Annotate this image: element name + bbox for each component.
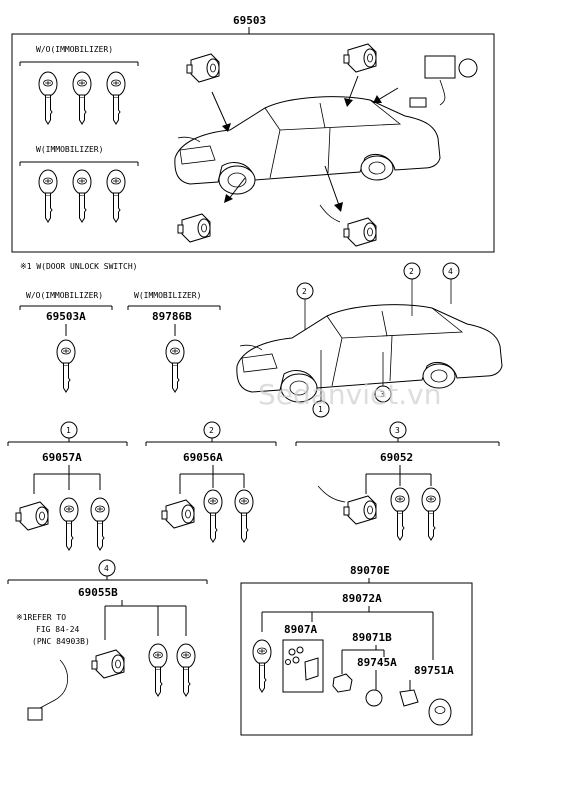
lock-cylinder-icon: [343, 43, 377, 73]
pointer-arrows: [211, 75, 399, 212]
key-icon: [72, 169, 92, 223]
refer-note-line2: FIG 84-24: [36, 625, 80, 634]
top-w-immobilizer-label: W(IMMOBILIZER): [36, 145, 103, 154]
kit-89070e: 89070E 89072A 8907A 89071B 89745A 89751A: [240, 564, 473, 736]
connector-icon: [27, 707, 43, 721]
svg-text:2: 2: [409, 267, 414, 276]
top-panel-frame: [11, 33, 495, 253]
part-number-8907a: 8907A: [284, 623, 317, 636]
key-icon: [38, 169, 58, 223]
top-part-number: 69503: [233, 14, 266, 27]
svg-text:3: 3: [380, 390, 385, 399]
key-icon: [59, 497, 79, 551]
key-icon: [421, 487, 441, 541]
car-illustration: [174, 96, 441, 195]
refer-note-line1: ※1REFER TO: [16, 613, 66, 622]
lock-cylinder-icon: [15, 501, 49, 531]
car-callouts: 2 2 4 3 1: [296, 262, 460, 418]
watermark: Sedanviet.vn: [258, 378, 441, 411]
key-cover-icon: [399, 689, 419, 707]
lock-cylinder-icon: [343, 217, 377, 247]
svg-text:1: 1: [318, 405, 323, 414]
lock-cylinder-icon: [91, 649, 125, 679]
part-number-89745a: 89745A: [357, 656, 397, 669]
part-group-box: [282, 639, 324, 693]
door-unlock-switch-icon: [409, 55, 478, 108]
part-number-89071b: 89071B: [352, 631, 392, 644]
set-number: 3: [395, 426, 400, 435]
w-immobilizer-label: W(IMMOBILIZER): [134, 291, 201, 300]
key-icon: [106, 71, 126, 125]
key-icon: [56, 339, 76, 393]
top-wo-immobilizer-label: W/O(IMMOBILIZER): [36, 45, 113, 54]
key-head-icon: [428, 698, 452, 726]
key-icon: [390, 487, 410, 541]
set-3: 3 69052: [295, 421, 500, 541]
lock-cylinder-icon: [177, 213, 211, 243]
part-number-69055b: 69055B: [78, 586, 118, 599]
key-icon: [90, 497, 110, 551]
part-number-89070e: 89070E: [350, 564, 390, 577]
key-icon: [176, 643, 196, 697]
transponder-icon: [332, 673, 353, 693]
key-icon: [106, 169, 126, 223]
chip-icon: [365, 689, 383, 707]
key-icon: [72, 71, 92, 125]
set-number: 4: [104, 564, 109, 573]
set-2: 2 69056A: [145, 421, 277, 543]
small-parts-icon: [285, 646, 319, 681]
part-number-89751a: 89751A: [414, 664, 454, 677]
part-number-69056a: 69056A: [183, 451, 223, 464]
wo-immobilizer-label: W/O(IMMOBILIZER): [26, 291, 103, 300]
key-icon: [38, 71, 58, 125]
key-icon: [165, 339, 185, 393]
set-4: 4 69055B ※1REFER TO FIG 84-24 (PNC 84903…: [7, 559, 208, 721]
svg-text:4: 4: [448, 267, 453, 276]
key-icon: [234, 489, 254, 543]
part-number-89072a: 89072A: [342, 592, 382, 605]
key-icon: [203, 489, 223, 543]
set-number: 2: [209, 426, 214, 435]
key-icon: [148, 643, 168, 697]
lock-cylinder-icon: [161, 499, 195, 529]
part-number-69503a: 69503A: [46, 310, 86, 323]
part-number-69057a: 69057A: [42, 451, 82, 464]
kit-frame: [240, 582, 473, 736]
part-number-89786b: 89786B: [152, 310, 192, 323]
svg-text:2: 2: [302, 287, 307, 296]
lock-cylinder-icon: [186, 53, 220, 83]
set-1: 1 69057A: [7, 421, 128, 551]
part-number-69052: 69052: [380, 451, 413, 464]
set-number: 1: [66, 426, 71, 435]
refer-note-line3: (PNC 84903B): [32, 637, 90, 646]
door-unlock-note: ※1 W(DOOR UNLOCK SWITCH): [20, 262, 137, 271]
key-icon: [252, 639, 272, 693]
lock-cylinder-icon: [343, 495, 377, 525]
